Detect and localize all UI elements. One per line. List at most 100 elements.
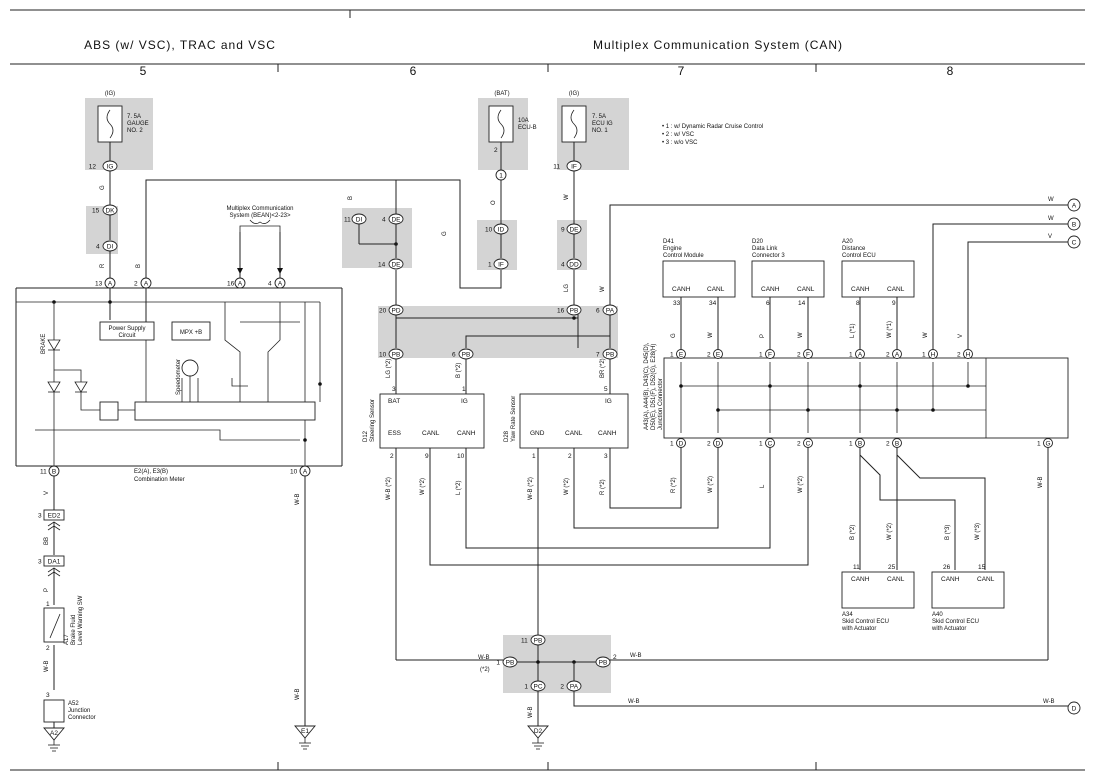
connector-di-5: DI xyxy=(102,240,118,252)
wire-l-a20: L (*1) xyxy=(850,324,856,338)
connector-a-16: A xyxy=(234,277,246,289)
svg-text:DD: DD xyxy=(569,262,579,269)
svg-text:2: 2 xyxy=(886,441,890,448)
wire-wb-pb2: W-B xyxy=(630,653,642,659)
ecu-a40-name1: Skid Control ECU xyxy=(932,619,979,625)
pin-4-meter: 4 xyxy=(268,281,272,288)
svg-text:PD: PD xyxy=(391,308,400,315)
wire-lg-d12: LG (*2) xyxy=(386,359,392,378)
wire-w-pa: W xyxy=(600,286,606,292)
column-number-6: 6 xyxy=(410,64,417,78)
svg-text:F: F xyxy=(768,352,772,359)
pin-2-ecub: 2 xyxy=(494,147,498,154)
svg-text:A: A xyxy=(238,281,243,288)
jc-name: Junction Connector xyxy=(658,378,664,430)
ecu-a20-name1: Distance xyxy=(842,246,866,252)
svg-text:1: 1 xyxy=(670,352,674,359)
ecu-a34-canh: CANH xyxy=(851,576,870,583)
ecu-a20-pin-8: 8 xyxy=(856,300,860,307)
a17-name1: Brake Fluid xyxy=(71,615,77,645)
svg-text:ED2: ED2 xyxy=(48,513,61,520)
wire-w-jc: W (*2) xyxy=(708,476,714,493)
pin-16: 16 xyxy=(227,281,235,288)
svg-text:DI: DI xyxy=(356,217,363,224)
svg-text:PA: PA xyxy=(606,308,615,315)
steering-pin-bat: BAT xyxy=(388,398,400,405)
ecu-a20 xyxy=(841,260,915,298)
svg-text:2: 2 xyxy=(797,352,801,359)
wire-p-d20: P xyxy=(760,334,766,338)
svg-text:C: C xyxy=(768,441,773,448)
pin-10-id: 10 xyxy=(485,227,493,234)
arrow-16 xyxy=(237,268,243,274)
pin-3-ed2: 3 xyxy=(38,513,42,520)
wire-color-bb: BB xyxy=(44,537,50,545)
svg-text:DI: DI xyxy=(107,244,114,251)
legend-item-1: • 1 : w/ Dynamic Radar Cruise Control xyxy=(662,124,763,130)
power-supply-label-2: Circuit xyxy=(118,333,135,339)
svg-text:D: D xyxy=(1072,706,1077,713)
svg-text:E: E xyxy=(679,352,684,359)
ecu-a34-name1: Skid Control ECU xyxy=(842,619,889,625)
svg-text:D: D xyxy=(716,441,721,448)
pin-4-de: 4 xyxy=(382,217,386,224)
svg-text:1: 1 xyxy=(670,441,674,448)
fuse-ecuig-number: NO. 1 xyxy=(592,128,608,134)
beam-label-line2: System (BEAN)<2-23> xyxy=(229,213,291,219)
svg-text:A: A xyxy=(858,352,863,359)
pin-3-d12: 3 xyxy=(392,386,396,393)
fuse-ecub xyxy=(488,105,514,170)
mpx-box xyxy=(171,321,211,341)
svg-text:E: E xyxy=(716,352,721,359)
wire-g-if: G xyxy=(442,231,448,236)
offpage-connector-b: B xyxy=(1067,217,1081,231)
fuse-gauge xyxy=(97,105,123,161)
pin-1-pb: 1 xyxy=(496,660,500,667)
brake-label: BRAKE xyxy=(41,334,47,354)
fuse-gauge-rating: 7. 5A xyxy=(127,114,141,120)
ecu-a34-pin-25: 25 xyxy=(888,564,896,571)
pin-2-d12: 2 xyxy=(390,453,394,460)
wire-color-c-out: V xyxy=(1048,234,1052,240)
svg-text:DK: DK xyxy=(105,208,115,215)
ecu-d20-canh: CANH xyxy=(761,286,780,293)
a52-name2: Connector xyxy=(68,715,96,721)
steering-pin-ess: ESS xyxy=(388,430,402,437)
svg-text:F: F xyxy=(806,352,810,359)
pin-4: 4 xyxy=(96,244,100,251)
jc-codes-1: A43(A), A44(B), D43(C), D45(D), xyxy=(644,342,650,430)
wire-w-h1: W xyxy=(923,332,929,338)
svg-text:PA: PA xyxy=(570,684,579,691)
wire-color-wb-e1: W-B xyxy=(295,688,301,700)
arrow-4 xyxy=(277,268,283,274)
connector-pb-16: PB xyxy=(566,304,582,316)
ecu-a20-canh: CANH xyxy=(851,286,870,293)
section-title-abs: ABS (w/ VSC), TRAC and VSC xyxy=(84,38,276,52)
offpage-connector-d: D xyxy=(1067,701,1081,715)
connector-ig-gauge: IG xyxy=(102,160,118,172)
node-pb xyxy=(572,316,576,320)
ecu-d20-pin-14: 14 xyxy=(798,300,806,307)
wire-color-p: P xyxy=(44,588,50,592)
connector-a-13: A xyxy=(104,277,116,289)
beam-brace xyxy=(249,219,271,224)
wire-l-d12: L (*2) xyxy=(456,481,462,495)
offpage-connector-a: A xyxy=(1067,198,1081,212)
connector-a-10: A xyxy=(299,465,311,477)
svg-text:2: 2 xyxy=(957,352,961,359)
svg-text:2: 2 xyxy=(707,352,711,359)
column-number-5: 5 xyxy=(140,64,147,78)
ground-a2: A2 xyxy=(43,727,65,752)
wire-w-ig: W xyxy=(564,194,570,200)
pin-12: 12 xyxy=(89,164,97,171)
svg-text:E1: E1 xyxy=(301,728,309,735)
wire-w-d12: W (*2) xyxy=(420,478,426,495)
ground-d2: D2 xyxy=(527,725,549,750)
connector-id: ID xyxy=(493,223,509,235)
wire-l-jc: L xyxy=(760,484,766,488)
pin-9-d12: 9 xyxy=(425,453,429,460)
legend-item-2: • 2 : w/ VSC xyxy=(662,132,695,138)
svg-text:H: H xyxy=(931,352,936,359)
pin-5-d28: 5 xyxy=(604,386,608,393)
connector-pb-7: PB xyxy=(602,348,618,360)
